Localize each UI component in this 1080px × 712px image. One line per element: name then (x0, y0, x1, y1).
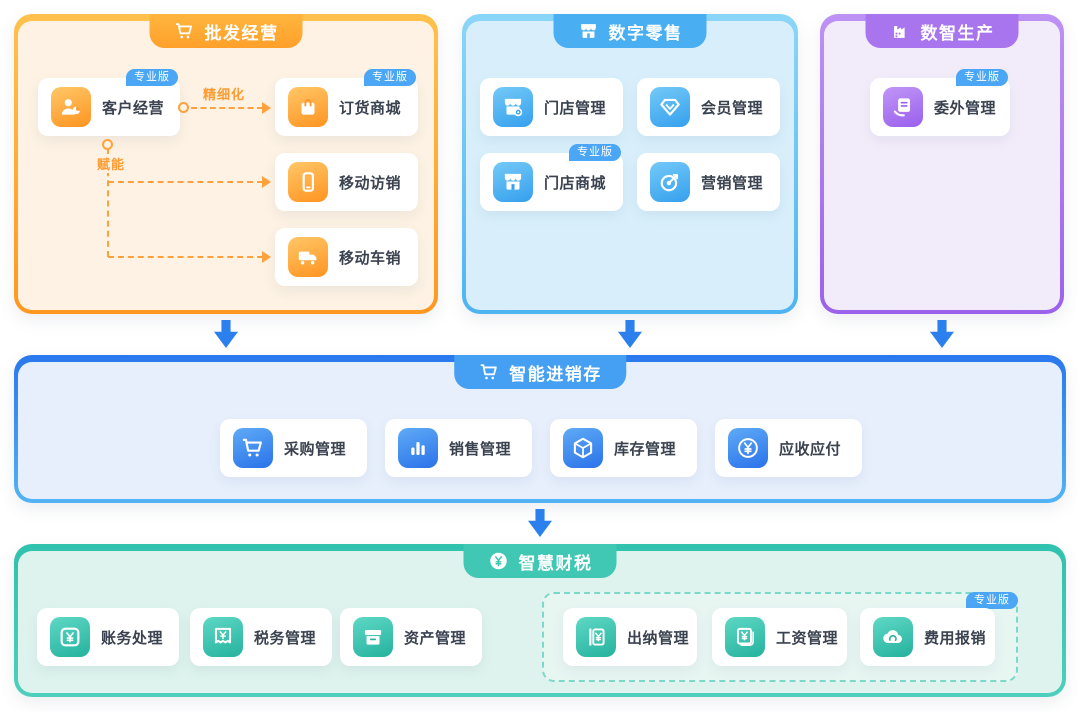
down-arrow (618, 320, 642, 348)
storefront-icon (493, 162, 533, 202)
section-title: 批发经营 (204, 23, 279, 43)
module-card-marketing-management[interactable]: 营销管理 (637, 153, 780, 211)
pro-badge: 专业版 (126, 69, 178, 86)
module-card-store-mall[interactable]: 门店商城 专业版 (480, 144, 623, 211)
yen-square-icon (50, 617, 90, 657)
module-label: 费用报销 (924, 629, 987, 647)
module-card-member-management[interactable]: 会员管理 (637, 78, 780, 136)
section-title: 数字零售 (608, 23, 683, 43)
panel-inventory: 智能进销存 采购管理 销售管理 库存管理 应收应付 (14, 355, 1066, 503)
connector-start-dot (102, 139, 113, 150)
connector-arrowhead (262, 102, 277, 114)
truck-icon (288, 237, 328, 277)
connector-label-refine: 精细化 (200, 84, 249, 103)
yen-circle-icon (488, 550, 510, 572)
module-label: 资产管理 (404, 629, 467, 647)
connector-arrowhead (262, 176, 277, 188)
bar-chart-icon (398, 428, 438, 468)
connector-label-empower: 赋能 (94, 154, 129, 173)
cart-icon (478, 361, 500, 383)
module-label: 移动车销 (339, 249, 402, 267)
storefront-gear-icon (493, 87, 533, 127)
panel-finance: 智慧财税 账务处理 税务管理 资产管理 专业版 (14, 544, 1066, 697)
module-label: 营销管理 (701, 174, 764, 192)
cube-icon (563, 428, 603, 468)
module-card-cashier-management[interactable]: 出纳管理 (563, 608, 697, 666)
module-card-store-management[interactable]: 门店管理 (480, 78, 623, 136)
module-label: 门店管理 (544, 99, 607, 117)
module-card-asset-management[interactable]: 资产管理 (340, 608, 482, 666)
section-header-retail: 数字零售 (553, 14, 707, 48)
module-card-sales-management[interactable]: 销售管理 (385, 419, 532, 477)
module-label: 采购管理 (284, 440, 347, 458)
shopping-bag-icon (288, 87, 328, 127)
connector-line (191, 107, 263, 109)
connector-arrowhead (262, 251, 277, 263)
section-title: 智能进销存 (509, 364, 602, 384)
cart-icon (174, 20, 196, 42)
down-arrow (528, 509, 552, 537)
module-card-purchase-management[interactable]: 采购管理 (220, 419, 367, 477)
module-card-mobile-van-sales[interactable]: 移动车销 (275, 228, 418, 286)
yen-book-icon (725, 617, 765, 657)
document-hand-icon (883, 87, 923, 127)
module-label: 工资管理 (776, 629, 839, 647)
person-pie-chart-icon (51, 87, 91, 127)
archive-box-icon (353, 617, 393, 657)
module-card-accounting[interactable]: 账务处理 (37, 608, 179, 666)
section-title: 数智生产 (920, 23, 995, 43)
module-label: 出纳管理 (627, 629, 690, 647)
module-card-mobile-visit-sales[interactable]: 移动访销 (275, 153, 418, 211)
storefront-icon (578, 20, 600, 42)
module-label: 移动访销 (339, 174, 402, 192)
panel-production-body (824, 21, 1060, 310)
module-card-payroll-management[interactable]: 工资管理 (712, 608, 847, 666)
pro-badge: 专业版 (569, 144, 621, 161)
module-label: 应收应付 (779, 440, 842, 458)
module-label: 门店商城 (544, 174, 607, 192)
mobile-phone-icon (288, 162, 328, 202)
module-label: 会员管理 (701, 99, 764, 117)
connector-start-dot (178, 102, 189, 113)
module-label: 委外管理 (934, 99, 997, 117)
yen-circle-icon (728, 428, 768, 468)
module-card-outsourcing-management[interactable]: 委外管理 专业版 (870, 69, 1010, 136)
module-card-tax-management[interactable]: 税务管理 (190, 608, 332, 666)
pro-badge: 专业版 (364, 69, 416, 86)
module-label: 销售管理 (449, 440, 512, 458)
connector-line (108, 181, 263, 183)
cart-icon (233, 428, 273, 468)
module-label: 库存管理 (614, 440, 677, 458)
module-card-expense-reimbursement[interactable]: 费用报销 (860, 608, 995, 666)
module-card-stock-management[interactable]: 库存管理 (550, 419, 697, 477)
section-header-wholesale: 批发经营 (149, 14, 303, 48)
yen-invoice-icon (203, 617, 243, 657)
panel-wholesale: 批发经营 客户经营 专业版 订货商城 专业版 移动访销 (14, 14, 438, 314)
panel-retail: 数字零售 门店管理 会员管理 门店商城 专业版 营销管理 (462, 14, 798, 314)
yen-passbook-icon (576, 617, 616, 657)
connector-line (107, 150, 109, 257)
receipt-roll-icon (873, 617, 913, 657)
pro-badge: 专业版 (966, 592, 1018, 609)
module-label: 客户经营 (102, 99, 165, 117)
section-header-finance: 智慧财税 (463, 544, 617, 578)
section-header-inventory: 智能进销存 (454, 355, 626, 389)
section-header-production: 数智生产 (865, 14, 1019, 48)
module-label: 账务处理 (101, 629, 164, 647)
module-card-receivable-payable[interactable]: 应收应付 (715, 419, 862, 477)
down-arrow (930, 320, 954, 348)
module-label: 订货商城 (339, 99, 402, 117)
panel-production: 数智生产 委外管理 专业版 (820, 14, 1064, 314)
pro-badge: 专业版 (956, 69, 1008, 86)
connector-line (108, 256, 263, 258)
module-label: 税务管理 (254, 629, 317, 647)
factory-icon (890, 20, 912, 42)
section-title: 智慧财税 (518, 553, 593, 573)
module-card-customer-operations[interactable]: 客户经营 专业版 (38, 69, 180, 136)
down-arrow (214, 320, 238, 348)
diamond-icon (650, 87, 690, 127)
target-dart-icon (650, 162, 690, 202)
module-card-ordering-mall[interactable]: 订货商城 专业版 (275, 69, 418, 136)
